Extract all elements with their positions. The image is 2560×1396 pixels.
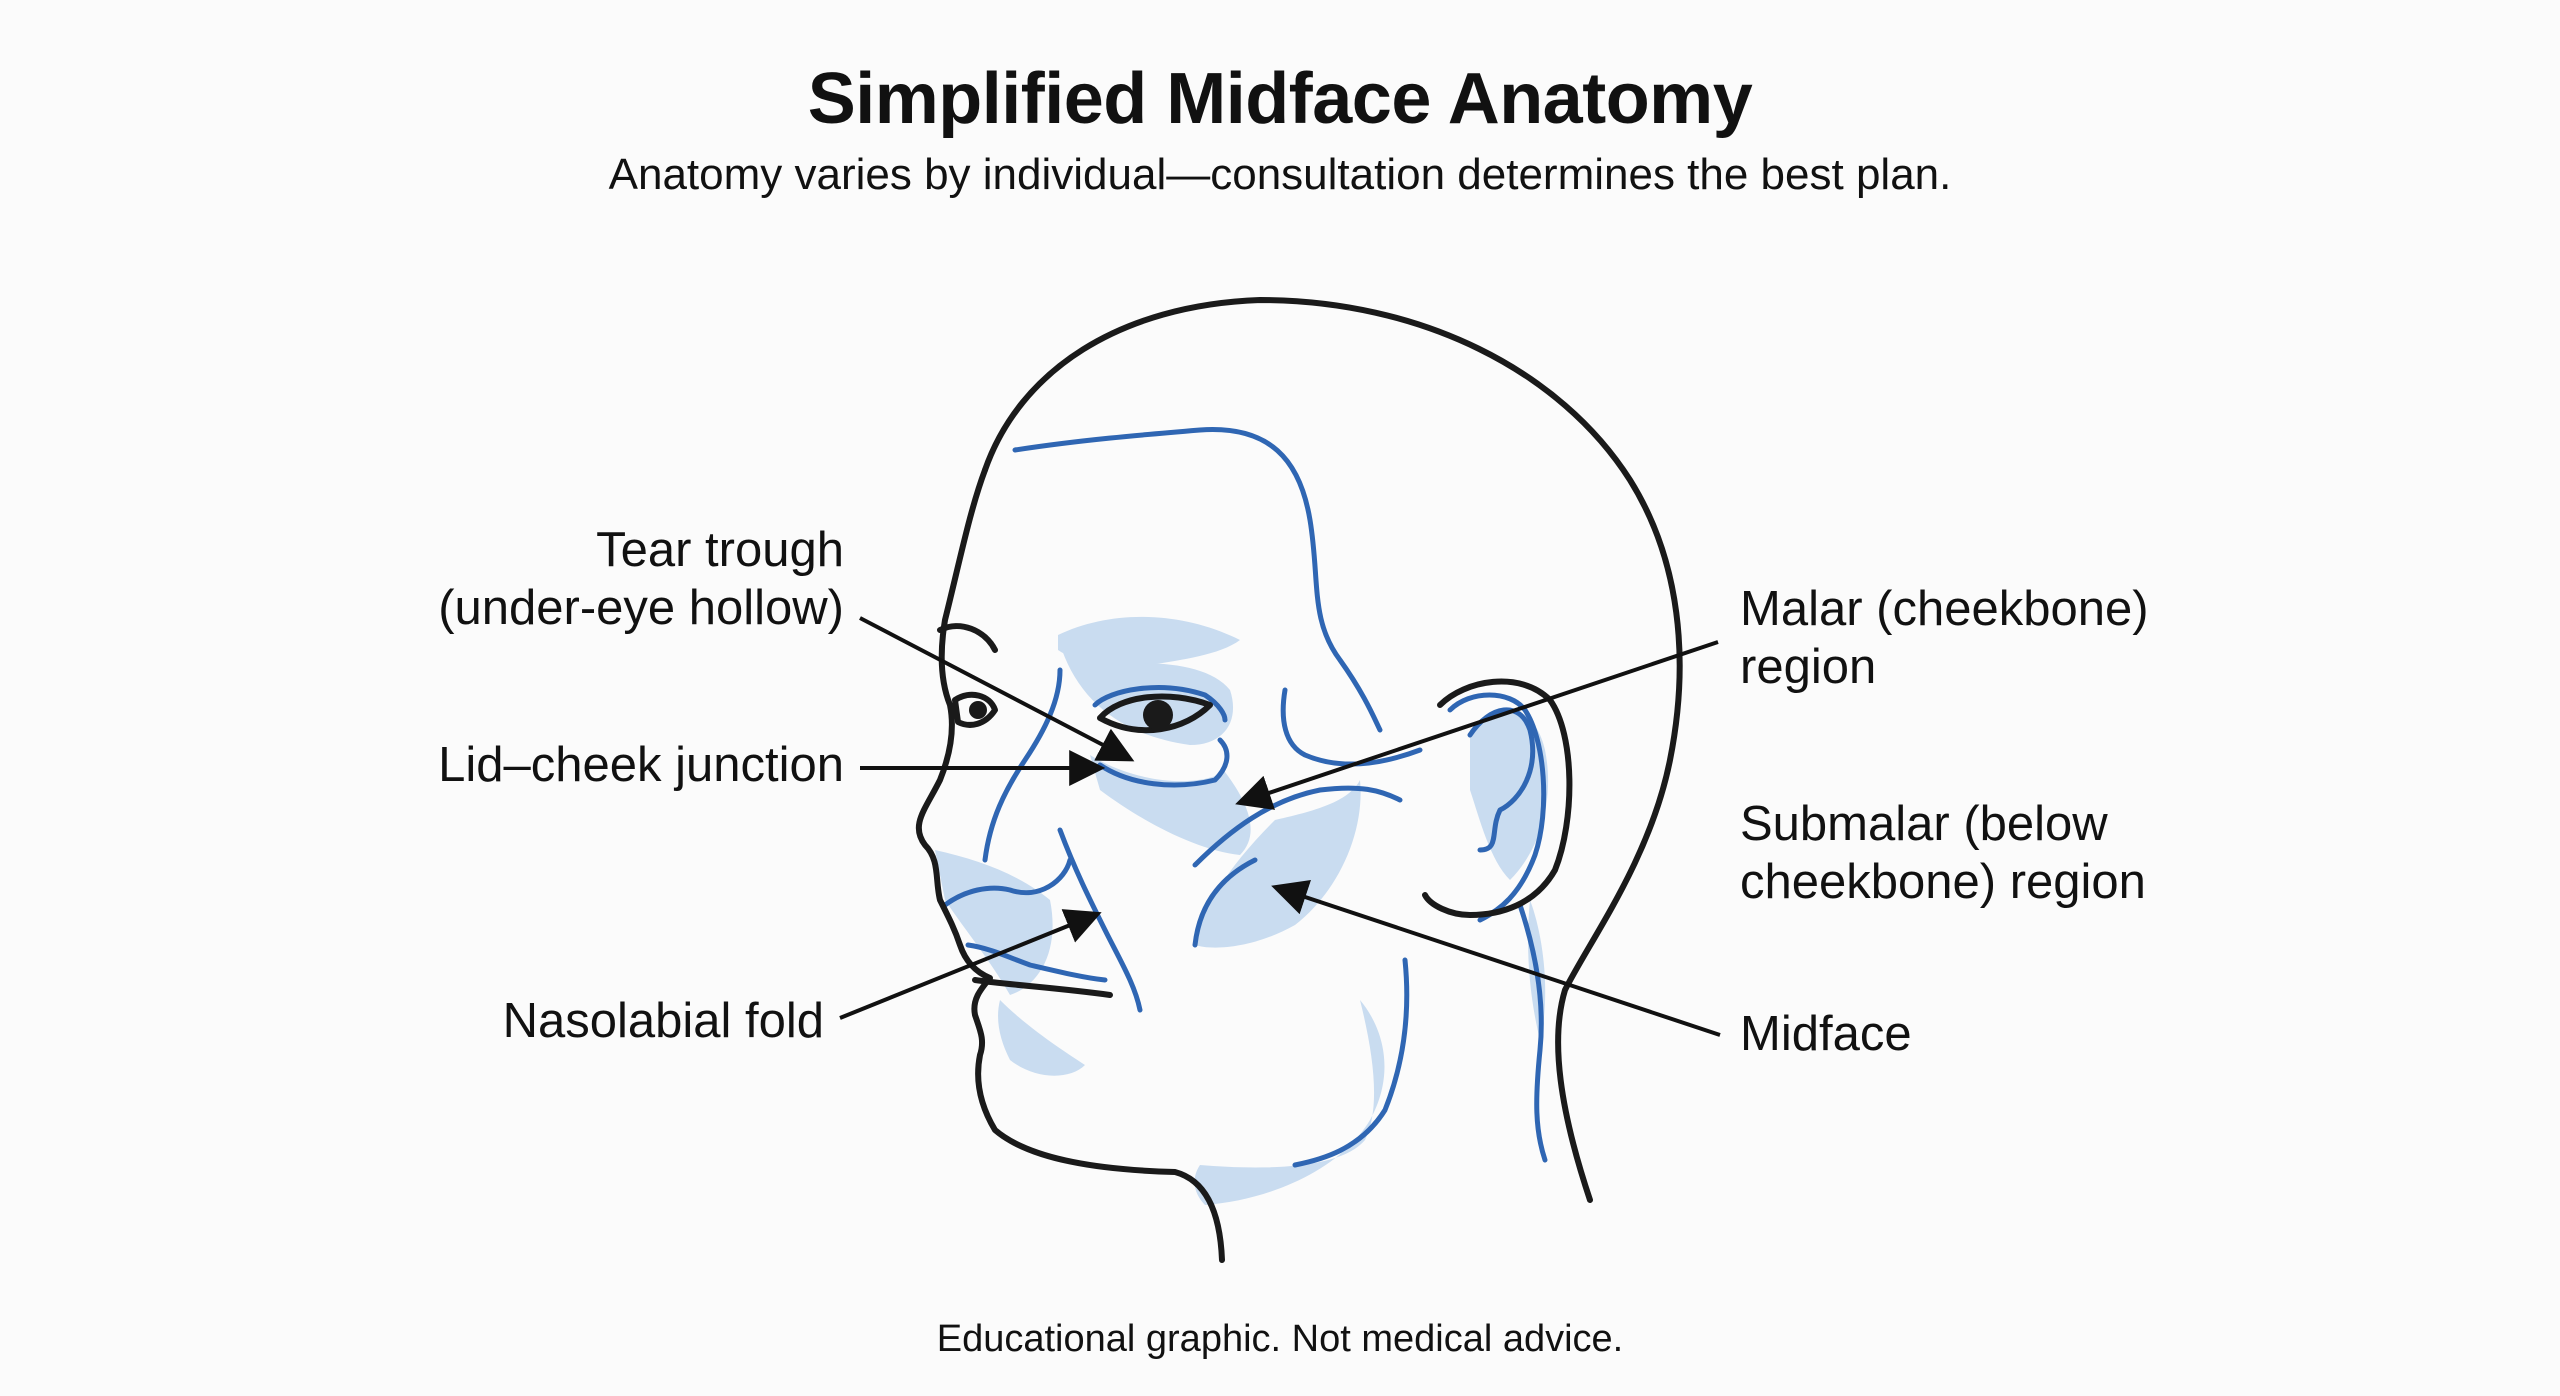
arrow-malar <box>1235 640 1719 810</box>
label-nasolabial-line1: Nasolabial fold <box>502 994 824 1048</box>
label-nasolabial-fold: Nasolabial fold <box>400 992 824 1050</box>
jaw-shading <box>1194 1000 1385 1205</box>
page-title: Simplified Midface Anatomy <box>807 59 1753 139</box>
callout-arrows <box>839 616 1721 1037</box>
temple-contour <box>1280 687 1423 767</box>
brow-outline <box>937 623 998 653</box>
near-pupil <box>1143 700 1173 730</box>
label-midface-line1: Midface <box>1740 1007 1912 1061</box>
label-tear-trough: Tear trough (under-eye hollow) <box>420 521 844 637</box>
face-profile-outline <box>915 467 1225 1263</box>
label-lid-cheek-line1: Lid–cheek junction <box>438 738 844 792</box>
label-submalar-line2: cheekbone) region <box>1740 855 2146 909</box>
ear-shading <box>1470 711 1549 880</box>
nasolabial-fold-contour <box>1057 827 1143 1013</box>
label-malar-line1: Malar (cheekbone) <box>1740 582 2149 636</box>
label-lid-cheek-junction: Lid–cheek junction <box>400 736 844 794</box>
ear-outline <box>1422 678 1573 918</box>
label-midface: Midface <box>1740 1005 1912 1063</box>
label-tear-trough-line1: Tear trough <box>596 523 844 577</box>
label-malar-region: Malar (cheekbone) region <box>1740 580 2149 696</box>
submalar-contour <box>1192 857 1258 948</box>
under-eye-shading <box>1090 755 1251 855</box>
arrow-nasolabial <box>839 909 1102 1020</box>
skull-outline <box>982 297 1683 1203</box>
cheek-profile-contour <box>982 667 1063 863</box>
submalar-shading <box>1195 780 1361 948</box>
upper-lip-contour <box>965 942 1108 983</box>
ear-inner-contour <box>1467 707 1536 853</box>
lower-eyelid-contour <box>1097 737 1230 788</box>
disclaimer-footer: Educational graphic. Not medical advice. <box>936 1318 1624 1360</box>
hairline-contour <box>1012 427 1383 733</box>
label-submalar-line1: Submalar (below <box>1740 797 2108 851</box>
head-outline <box>915 297 1683 1263</box>
neck-contour <box>1517 902 1548 1163</box>
chin-shading <box>998 1000 1085 1076</box>
label-malar-line2: region <box>1740 640 1877 694</box>
jaw-contour <box>1292 957 1410 1168</box>
mouth-outline <box>972 977 1113 998</box>
near-eye-outline <box>1097 693 1213 734</box>
far-eye-outline <box>952 691 998 728</box>
nose-wing-contour <box>942 857 1073 908</box>
anatomical-contours <box>942 427 1548 1168</box>
arrow-midface <box>1271 880 1721 1037</box>
upper-eyelid-contour <box>1092 685 1228 723</box>
nose-side-shading <box>935 850 1053 995</box>
label-tear-trough-line2: (under-eye hollow) <box>438 581 844 635</box>
pupils <box>969 700 1173 730</box>
far-pupil <box>969 701 987 719</box>
malar-contour <box>1192 785 1403 868</box>
arrow-tear-trough <box>859 616 1135 762</box>
ear-outer-contour <box>1447 692 1547 923</box>
page-subtitle: Anatomy varies by individual—consultatio… <box>608 150 1952 199</box>
brow-shading <box>1058 616 1240 667</box>
label-submalar-region: Submalar (below cheekbone) region <box>1740 795 2146 911</box>
